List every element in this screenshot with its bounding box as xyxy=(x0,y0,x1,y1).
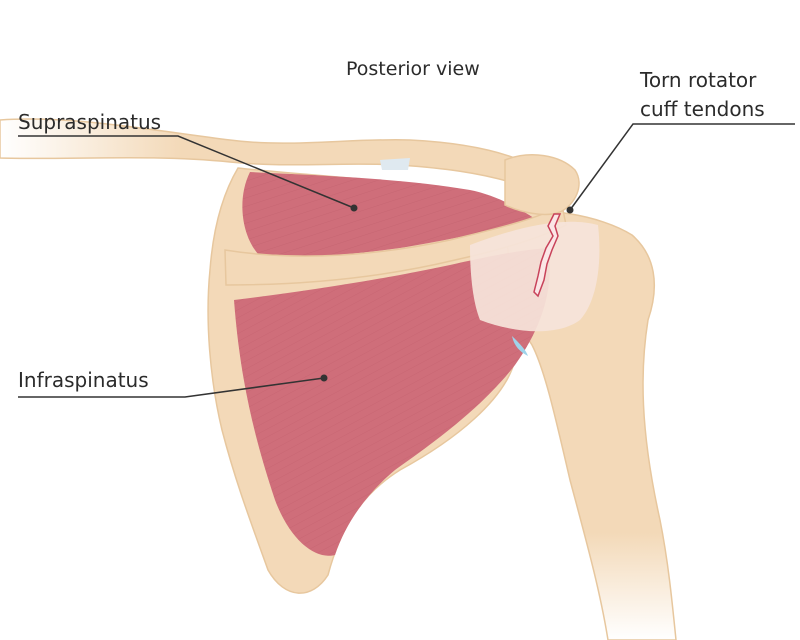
infraspinatus-pointer-dot xyxy=(320,374,328,382)
bursa xyxy=(380,158,410,170)
leader-lines xyxy=(18,123,795,398)
infraspinatus-leader xyxy=(18,377,325,398)
tear-mark xyxy=(533,213,562,298)
diagram-title: Posterior view xyxy=(346,58,480,80)
torn-tendon-pointer-dot xyxy=(566,206,574,214)
torn-tendon-leader xyxy=(569,123,795,211)
rotator-cuff-tendons xyxy=(470,221,600,332)
label-torn-line1: Torn rotator xyxy=(640,68,757,92)
supraspinatus-pointer-dot xyxy=(350,204,358,212)
label-infraspinatus: Infraspinatus xyxy=(18,368,149,392)
infraspinatus-fibers xyxy=(234,248,550,556)
acromion-bone xyxy=(504,154,580,216)
glenoid-joint xyxy=(512,336,528,356)
label-torn-rotator-cuff: Torn rotator cuff tendons xyxy=(640,66,765,124)
label-torn-line2: cuff tendons xyxy=(640,97,765,121)
supraspinatus-leader xyxy=(18,135,355,209)
label-supraspinatus: Supraspinatus xyxy=(18,110,162,134)
